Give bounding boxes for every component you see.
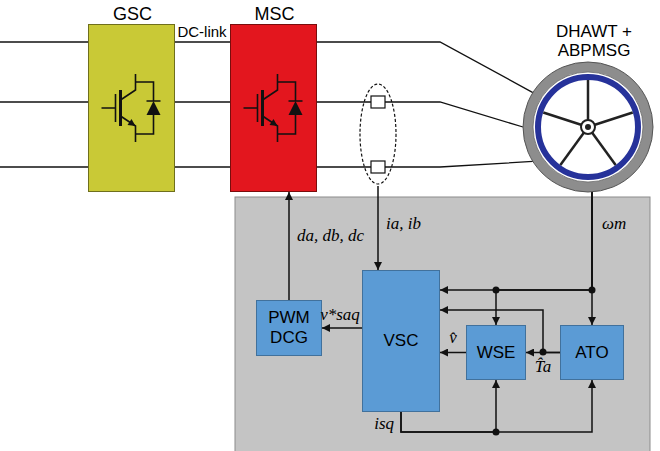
control-block: VSC [362, 270, 440, 412]
signal-arrow [322, 327, 362, 329]
signal-arrow [440, 192, 592, 290]
grid-phase-line [0, 166, 88, 167]
signal-label: isq [372, 414, 396, 434]
control-block: ATO [560, 325, 624, 380]
signal-arrow [440, 352, 466, 354]
node-heading: MSC [231, 4, 318, 25]
grid-phase-line [0, 101, 88, 102]
turbine-hub [581, 120, 595, 134]
edge-label-holder: v̂ [447, 328, 459, 348]
control-panel [235, 197, 650, 451]
edge-label-holder: DC-link [175, 23, 228, 40]
current-sensor [371, 161, 385, 173]
converter-box: MSC [230, 24, 317, 192]
rotor-ring [538, 77, 638, 177]
edge-label-holder: isq [372, 414, 396, 434]
current-sense-line [377, 186, 379, 270]
control-block: PWM DCG [256, 300, 322, 356]
edge-label-holder: T̂a [533, 357, 553, 377]
converter-box: GSC [88, 24, 175, 192]
generator-drawing [522, 61, 654, 193]
power-line [317, 102, 523, 127]
power-line [317, 42, 533, 93]
power-line [175, 101, 230, 102]
signal-arrow [496, 192, 592, 325]
node-label: PWM DCG [262, 308, 316, 347]
turbine-axle [585, 124, 591, 130]
current-sensor [371, 96, 385, 108]
generator-stator [523, 62, 653, 192]
signal-label: v̂ [447, 328, 459, 348]
sensor-group-outline [360, 84, 396, 184]
power-line [175, 166, 230, 167]
signal-label: v*saq [318, 305, 362, 325]
signal-label: ia, ib [386, 214, 421, 234]
grid-phase-line [0, 41, 88, 42]
node-heading: GSC [89, 4, 176, 25]
signal-label: T̂a [533, 357, 553, 377]
generator-airgap [533, 72, 643, 182]
signal-label: da, db, dc [295, 226, 366, 246]
node-label: VSC [384, 331, 419, 351]
control-block: WSE [466, 325, 526, 380]
signal-arrow [288, 192, 290, 300]
node-label: ATO [575, 343, 608, 363]
node-heading: DHAWT + ABPMSG [552, 22, 636, 61]
signal-label-holder: ia, ib [386, 214, 421, 234]
edge-label-holder: da, db, dc [295, 226, 366, 246]
node-label: WSE [477, 343, 516, 363]
signal-label: ωm [600, 214, 628, 234]
generator-circle: DHAWT + ABPMSG [522, 61, 654, 193]
edge-label-holder: v*saq [318, 305, 362, 325]
power-line [175, 41, 230, 42]
edge-label-holder: ωm [600, 214, 628, 234]
bus-label: DC-link [175, 23, 228, 40]
power-line [317, 161, 533, 167]
